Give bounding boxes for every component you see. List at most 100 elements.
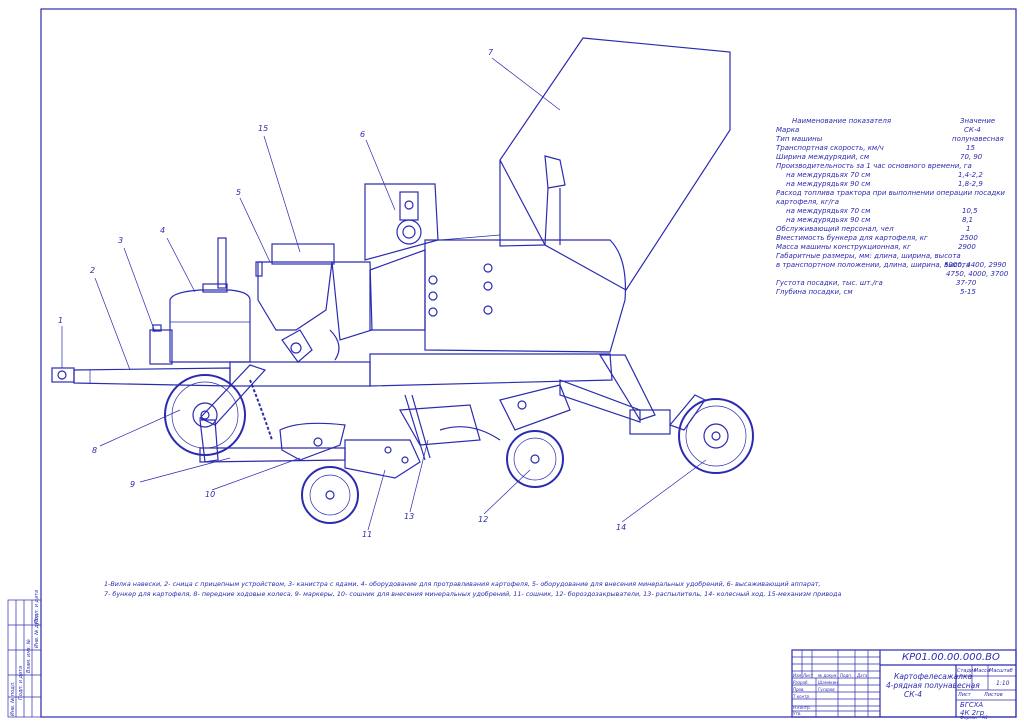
- tb-doc: № докум.: [818, 673, 838, 678]
- org-line-1: БГСХА: [960, 701, 984, 709]
- side-stamp-1: Инв. № подл.: [10, 681, 16, 717]
- spec-row-name: на междурядьях 70 см: [786, 171, 871, 179]
- spec-row-name: картофеля, кг/га: [776, 198, 839, 206]
- spec-row-name: на междурядьях 90 см: [786, 216, 871, 224]
- spec-row-name: Тип машины: [776, 135, 823, 143]
- spec-row-value: 15: [966, 144, 975, 152]
- spec-row-value: 10,5: [962, 207, 978, 215]
- side-stamp-2: Подп. и дата: [18, 665, 24, 700]
- spec-row-name: Транспортная скорость, км/ч: [776, 144, 884, 152]
- spec-row-name: Марка: [776, 126, 800, 134]
- format-label: Формат: [960, 716, 979, 721]
- title-line-3: СК-4: [904, 690, 923, 699]
- treatment-tank: [169, 289, 251, 363]
- tb-razrab: Разраб.: [793, 680, 809, 685]
- spec-row-value: 2900: [958, 243, 976, 251]
- front-wheel: [164, 374, 246, 456]
- furrow-opener: [344, 439, 421, 479]
- tb-sign: Подп.: [840, 673, 853, 678]
- spec-row-name: Габаритные размеры, мм: длина, ширина, в…: [776, 252, 961, 260]
- legend-line-1: 1-Вилка навески, 2- сница с прицепным ус…: [104, 580, 821, 588]
- part-number-11: 11: [362, 530, 373, 539]
- part-number-14: 14: [616, 523, 627, 532]
- title-line-1: Картофелесажалка: [894, 672, 973, 681]
- doc-code: КР01.00.00.000.ВО: [902, 652, 1000, 663]
- spec-row-name: Вместимость бункера для картофеля, кг: [776, 234, 928, 242]
- spec-row-name: Производительность за 1 час основного вр…: [776, 162, 972, 170]
- spec-row-value: 4750, 4000, 3700: [946, 270, 1009, 278]
- machine-drawing: [51, 37, 754, 531]
- chemical-canister: [149, 329, 173, 365]
- col-scale: Масштаб: [989, 668, 1013, 674]
- marker-arm: [199, 447, 346, 463]
- part-number-1: 1: [58, 316, 64, 325]
- spec-row-value: полунавесная: [952, 135, 1004, 143]
- part-number-8: 8: [92, 446, 98, 455]
- part-number-3: 3: [118, 236, 124, 245]
- gear-plate: [424, 239, 627, 353]
- spec-row-name: в транспортном положении, длина, ширина,…: [776, 261, 971, 269]
- sprayer: [399, 404, 481, 446]
- part-number-15: 15: [258, 124, 269, 133]
- tb-date: Дата: [857, 673, 868, 678]
- spec-header-name: Наименование показателя: [792, 117, 892, 125]
- sheet-frame: [40, 8, 1017, 718]
- part-number-12: 12: [478, 515, 489, 524]
- spec-row-name: Масса машины конструкционная, кг: [776, 243, 911, 251]
- tb-izm: Изм: [793, 673, 802, 678]
- spec-row-name: Обслуживающий персонал, чел: [776, 225, 894, 233]
- hitch-fork: [51, 367, 75, 383]
- potato-bunker: [499, 37, 731, 291]
- fertilizer-hopper: [257, 261, 333, 331]
- tb-utv: Утв.: [793, 711, 802, 716]
- spec-row-value: СК-4: [964, 126, 981, 134]
- tb-name-check: Гусаров: [818, 687, 835, 692]
- side-stamp-5: Подп. и дата: [34, 589, 40, 624]
- covering-wheel: [506, 430, 564, 488]
- part-number-9: 9: [130, 480, 136, 489]
- spec-row-value: 1,8-2,9: [958, 180, 983, 188]
- part-number-6: 6: [360, 130, 366, 139]
- support-wheel: [301, 466, 359, 524]
- tb-nkontr: Н.контр.: [793, 705, 811, 710]
- scale-value: 1:10: [996, 680, 1010, 687]
- side-stamp-box: [7, 599, 42, 718]
- title-block-grid: [791, 649, 1017, 718]
- part-number-10: 10: [205, 490, 216, 499]
- spec-row-value: 8,1: [962, 216, 974, 224]
- rear-wheel: [678, 398, 754, 474]
- spec-row-value: 37-70: [956, 279, 977, 287]
- drawbar: [73, 367, 231, 387]
- sheet-label: Лист: [958, 692, 971, 698]
- tb-prov: Пров.: [793, 687, 805, 692]
- sheets-label: Листов: [984, 692, 1003, 698]
- spec-row-name: Глубина посадки, см: [776, 288, 853, 296]
- spec-row-value: 5-15: [960, 288, 976, 296]
- part-number-13: 13: [404, 512, 415, 521]
- part-number-2: 2: [90, 266, 96, 275]
- spec-row-value: 1,4-2,2: [958, 171, 983, 179]
- spec-row-name: Ширина междурядий, см: [776, 153, 870, 161]
- spec-row-value: 1: [966, 225, 971, 233]
- format-value: А1: [982, 716, 988, 721]
- org-line-2: 4К 2гр: [960, 709, 985, 717]
- title-line-2: 4-рядная полунавесная: [886, 681, 980, 690]
- spec-row-name: на междурядьях 70 см: [786, 207, 871, 215]
- spec-row-name: на междурядьях 90 см: [786, 180, 871, 188]
- col-mass: Масса: [974, 668, 990, 674]
- part-number-4: 4: [160, 226, 166, 235]
- tb-tkontr: Т.контр.: [793, 694, 811, 699]
- fertilizer-opener: [279, 422, 346, 461]
- part-number-5: 5: [236, 188, 242, 197]
- side-stamp-3: Взам. инв. №: [26, 639, 32, 673]
- spec-row-name: Расход топлива трактора при выполнении о…: [776, 189, 1005, 197]
- spec-row-value: 70, 90: [960, 153, 983, 161]
- tb-name-dev: Шамякин: [818, 680, 838, 685]
- spec-header-value: Значение: [960, 117, 996, 125]
- spec-row-value: 2500: [960, 234, 978, 242]
- part-number-7: 7: [488, 48, 494, 57]
- spec-row-name: Густота посадки, тыс. шт./га: [776, 279, 883, 287]
- col-stage: Стадия: [957, 668, 977, 674]
